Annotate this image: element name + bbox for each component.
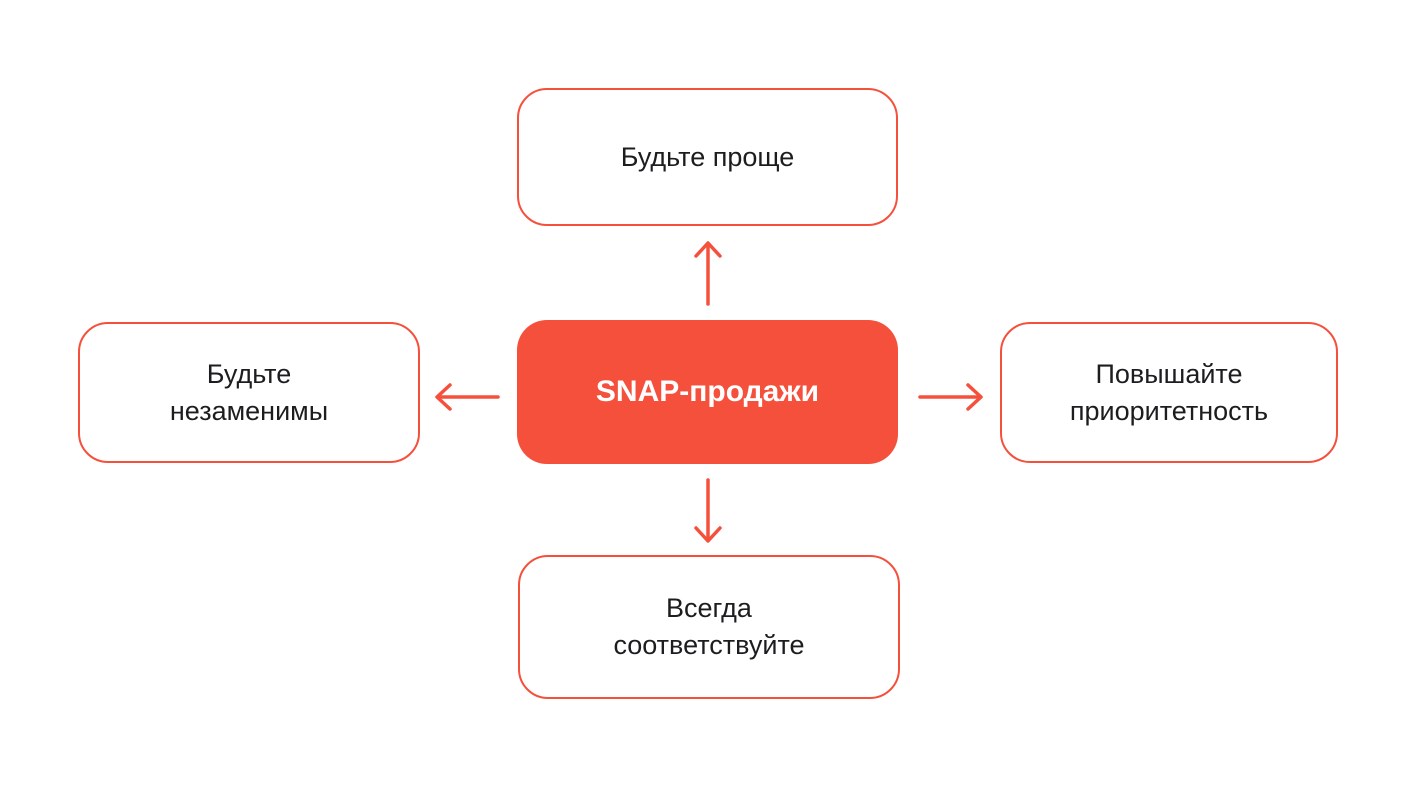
node-be-indispensable-label: Будьте незаменимы	[169, 358, 329, 426]
arrow-down-icon	[688, 474, 728, 546]
node-always-align: Всегда соответствуйте	[518, 555, 900, 699]
arrow-right-icon	[914, 377, 986, 417]
node-raise-priority-label: Повышайте приоритетность	[1069, 358, 1269, 426]
node-be-simple: Будьте проще	[517, 88, 898, 226]
arrow-up-icon	[688, 238, 728, 310]
node-be-indispensable: Будьте незаменимы	[78, 322, 420, 463]
node-snap-sales-label: SNAP-продажи	[595, 375, 820, 408]
node-raise-priority: Повышайте приоритетность	[1000, 322, 1338, 463]
node-always-align-label: Всегда соответствуйте	[613, 593, 805, 660]
node-snap-sales-center: SNAP-продажи	[517, 320, 898, 464]
node-be-simple-label: Будьте проще	[620, 141, 795, 172]
arrow-left-icon	[432, 377, 504, 417]
